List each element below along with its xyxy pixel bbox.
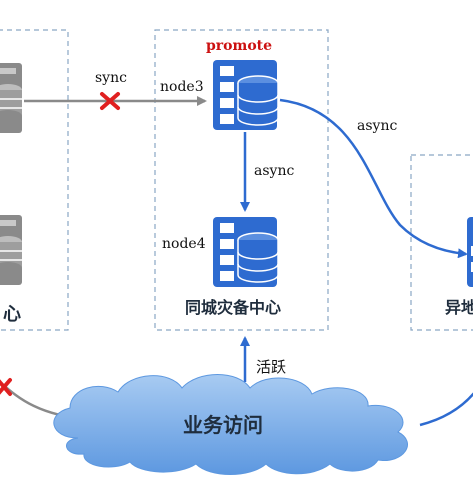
right-access-curve [419,392,473,427]
remote-datacenter-box [410,154,473,331]
promote-label: promote [206,38,272,54]
left-server-bottom-icon [0,215,22,285]
node4-server-icon [213,217,279,287]
sync-label: sync [95,70,127,86]
active-label: 活跃 [256,358,286,376]
remote-datacenter-label: 异地 [445,298,473,317]
cloud-icon [53,374,408,475]
same-city-datacenter-label: 同城灾备中心 [185,298,281,317]
sync-blocked-x-icon [100,92,120,110]
async-curve-arrow [279,98,468,259]
access-blocked-x-icon [0,378,12,396]
node3-server-icon [213,60,279,130]
business-access-label: 业务访问 [183,413,263,437]
node4-label: node4 [162,236,206,252]
node3-label: node3 [160,79,204,95]
async-right-label: async [357,118,397,134]
left-datacenter-label: 心 [3,304,21,325]
same-city-datacenter-box [154,29,329,331]
async-down-label: async [254,163,294,179]
left-server-top-icon [0,63,22,133]
remote-server-icon [467,217,473,287]
left-datacenter-box [0,29,69,331]
